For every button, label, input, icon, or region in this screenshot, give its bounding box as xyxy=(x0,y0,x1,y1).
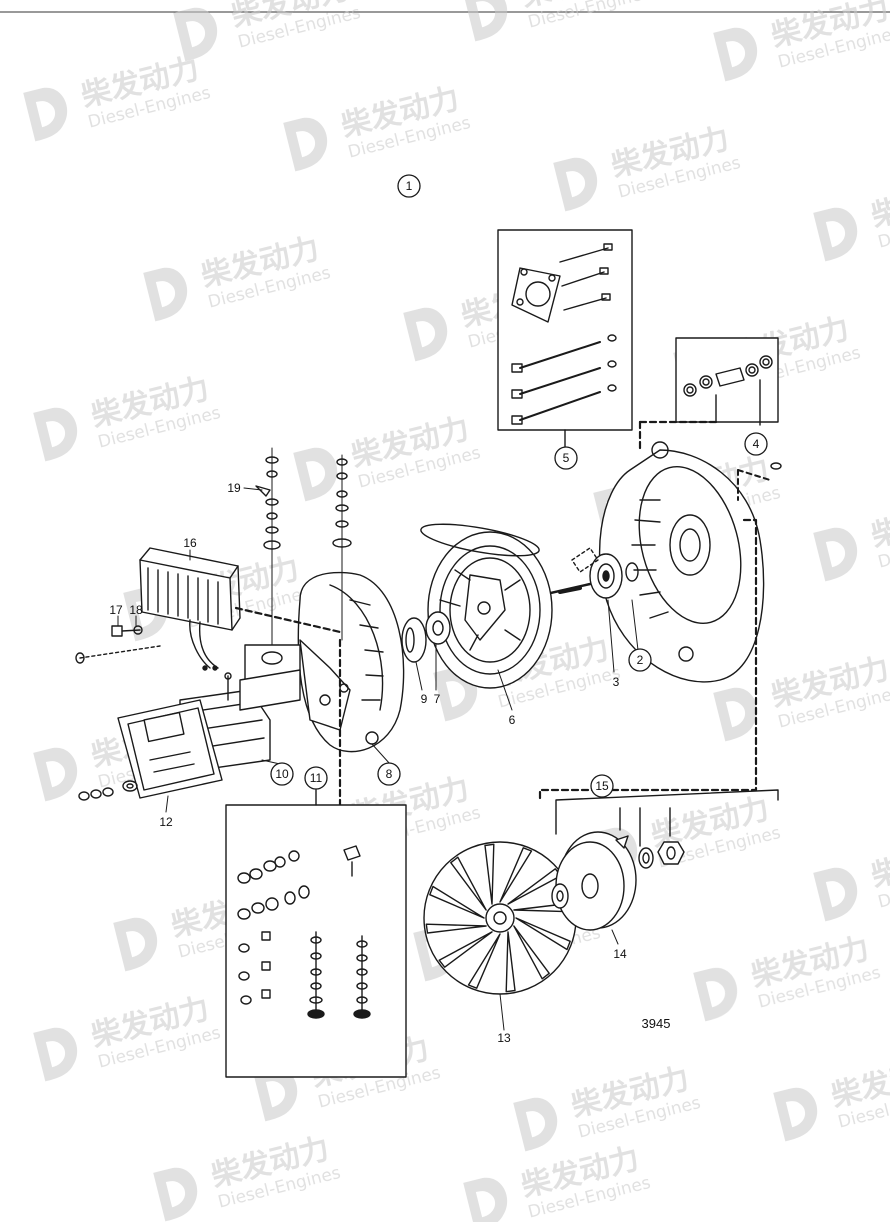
rotor-spacers xyxy=(401,611,451,663)
cooling-fan xyxy=(423,841,577,995)
fan-blade xyxy=(499,847,533,903)
callout-1: 1 xyxy=(397,174,421,198)
svg-text:10: 10 xyxy=(275,767,289,781)
rectifier-heatsink xyxy=(139,547,241,671)
pulley-nut-set xyxy=(555,789,779,869)
assembly-lines xyxy=(234,518,758,812)
mounting-kit-box xyxy=(497,229,633,449)
callout-9: 9 xyxy=(421,692,428,706)
callout-7: 7 xyxy=(434,692,441,706)
fan-blade xyxy=(429,885,485,919)
fan-blade xyxy=(467,933,501,989)
callout-5: 5 xyxy=(554,446,578,470)
callout-14: 14 xyxy=(613,947,627,961)
callout-19: 19 xyxy=(227,481,241,495)
slip-ring-end-housing xyxy=(297,571,405,753)
callout-8: 8 xyxy=(377,762,401,786)
svg-text:1: 1 xyxy=(406,179,413,193)
callout-12: 12 xyxy=(159,815,173,829)
callout-16: 16 xyxy=(183,536,197,550)
svg-text:15: 15 xyxy=(595,779,609,793)
svg-text:柴发动力: 柴发动力 xyxy=(868,831,890,894)
leader-lines xyxy=(117,487,639,1031)
svg-text:2: 2 xyxy=(637,653,644,667)
fan-blade xyxy=(438,931,493,968)
stator xyxy=(420,523,553,689)
callout-2: 2 xyxy=(628,648,652,672)
svg-text:4: 4 xyxy=(753,437,760,451)
callout-17: 17 xyxy=(109,603,123,617)
fan-blade xyxy=(425,923,487,934)
fan-blade xyxy=(484,843,495,905)
svg-text:5: 5 xyxy=(563,451,570,465)
bolt-and-washer xyxy=(75,625,161,664)
callout-13: 13 xyxy=(497,1031,511,1045)
regulator-cover xyxy=(78,699,223,801)
hardware-kit-box xyxy=(225,789,407,1078)
callout-11: 11 xyxy=(304,766,328,790)
svg-text:11: 11 xyxy=(310,771,323,785)
svg-text:柴发动力: 柴发动力 xyxy=(868,171,890,234)
svg-text:8: 8 xyxy=(386,767,393,781)
bushing-kit-box xyxy=(638,337,779,452)
figure-number: 3945 xyxy=(642,1016,671,1031)
callout-6: 6 xyxy=(509,713,516,727)
callout-4: 4 xyxy=(744,432,768,456)
terminal-screw-stack xyxy=(255,447,352,661)
drive-end-housing xyxy=(598,441,782,683)
fan-blade xyxy=(505,931,516,993)
callout-10: 10 xyxy=(270,762,294,786)
fan-blade xyxy=(450,856,487,911)
pulley xyxy=(551,831,637,931)
callout-18: 18 xyxy=(129,603,143,617)
fan-blade xyxy=(513,925,550,980)
callouts: 1 2 4 5 8 10 11 15 3 6 xyxy=(109,174,768,1045)
svg-text:柴发动力: 柴发动力 xyxy=(868,491,890,554)
fan-blade xyxy=(515,917,571,951)
callout-15: 15 xyxy=(590,774,614,798)
bearing xyxy=(589,553,639,599)
callout-3: 3 xyxy=(613,675,620,689)
